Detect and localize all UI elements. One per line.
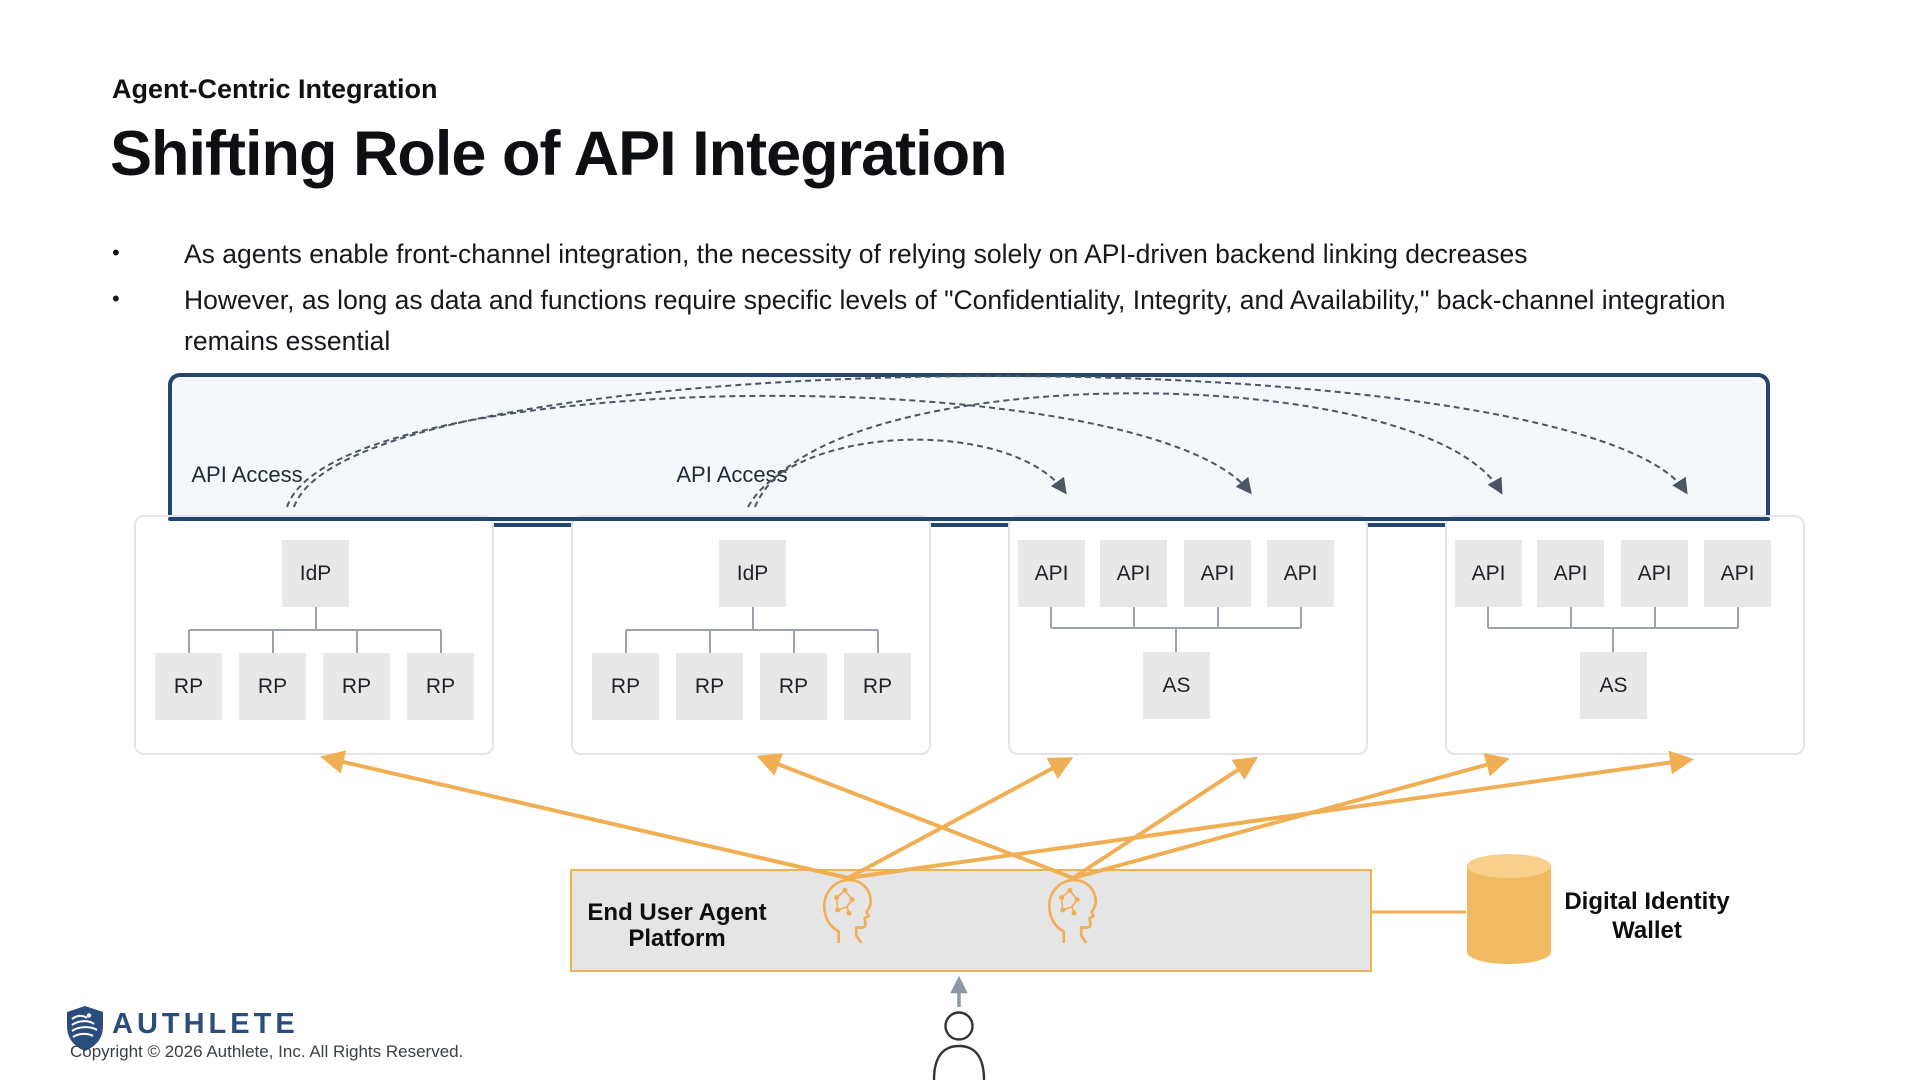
idp-node: IdP (719, 540, 786, 607)
authlete-shield-logo-icon (67, 1006, 103, 1051)
api-node: API (1621, 540, 1688, 607)
tree-connector (625, 607, 879, 653)
ai-agent-head-icon (1047, 878, 1098, 944)
api-node: API (1100, 540, 1167, 607)
bullet-text: As agents enable front-channel integrati… (184, 239, 1528, 269)
wallet-label: Digital Identity Wallet (1564, 888, 1730, 944)
bullet-item: • However, as long as data and functions… (112, 280, 1762, 362)
agent1-to-group3 (847, 757, 1074, 880)
bullet-list: • As agents enable front-channel integra… (112, 234, 1762, 367)
bullet-marker: • (112, 286, 120, 312)
rp-node: RP (239, 653, 306, 720)
idp-node: IdP (282, 540, 349, 607)
trust-group-idp-2: IdP RP RP RP RP (571, 515, 931, 755)
rp-node: RP (592, 653, 659, 720)
api-node: API (1537, 540, 1604, 607)
agent2-to-group2 (756, 753, 1074, 880)
agent1-to-group4 (847, 750, 1694, 880)
bullet-item: • As agents enable front-channel integra… (112, 234, 1762, 275)
tree-connector (1050, 607, 1302, 652)
api-access-label-left: API Access (191, 462, 303, 487)
api-group-2: API API API API AS (1445, 515, 1805, 755)
slide-kicker: Agent-Centric Integration (112, 74, 438, 104)
api-access-frame-bottom-edge (168, 517, 1770, 521)
as-node: AS (1143, 652, 1210, 719)
tree-connector (188, 607, 442, 653)
bullet-text: However, as long as data and functions r… (184, 285, 1726, 357)
rp-node: RP (760, 653, 827, 720)
rp-node: RP (155, 653, 222, 720)
page-title: Shifting Role of API Integration (110, 119, 1008, 189)
api-node: API (1455, 540, 1522, 607)
database-cylinder-icon (1467, 854, 1551, 964)
rp-node: RP (407, 653, 474, 720)
tree-connector (1487, 607, 1739, 652)
bullet-marker: • (112, 240, 120, 265)
agent2-to-group4 (1072, 753, 1510, 880)
api-group-1: API API API API AS (1008, 515, 1368, 755)
rp-node: RP (676, 653, 743, 720)
copyright-text: Copyright © 2026 Authlete, Inc. All Righ… (70, 1042, 464, 1061)
as-node: AS (1580, 652, 1647, 719)
trust-group-idp-1: IdP RP RP RP RP (134, 515, 494, 755)
rp-node: RP (844, 653, 911, 720)
end-user-person-icon (932, 1011, 986, 1080)
api-node: API (1704, 540, 1771, 607)
rp-node: RP (323, 653, 390, 720)
api-access-frame (168, 373, 1770, 527)
platform-label: End User Agent Platform (587, 899, 767, 953)
ai-agent-head-icon (822, 878, 873, 944)
agent1-to-group1 (320, 750, 849, 880)
agent2-to-group3 (1071, 756, 1259, 880)
authlete-wordmark: AUTHLETE (112, 1008, 299, 1040)
api-node: API (1018, 540, 1085, 607)
api-node: API (1184, 540, 1251, 607)
api-node: API (1267, 540, 1334, 607)
api-access-label-right: API Access (676, 462, 788, 487)
